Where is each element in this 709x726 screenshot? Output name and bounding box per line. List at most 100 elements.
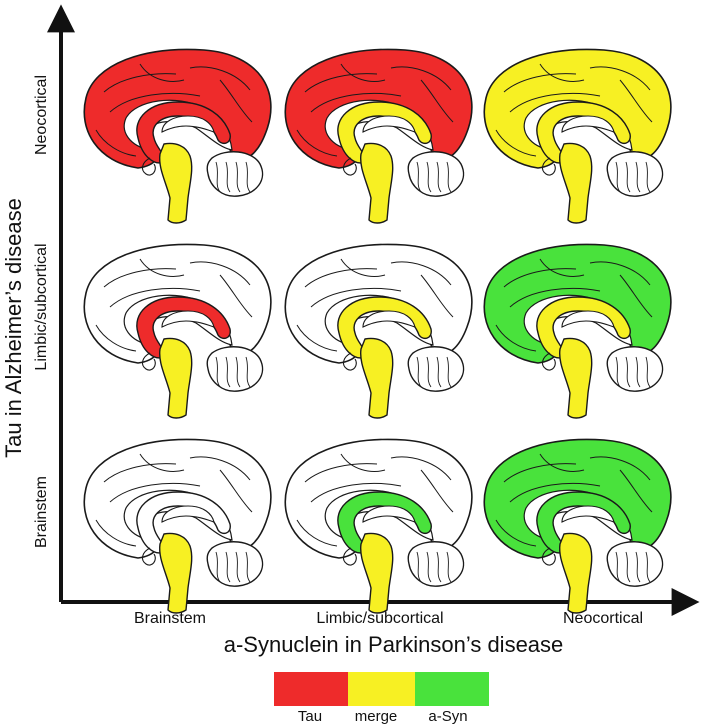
- brainstem-region: [359, 337, 394, 419]
- cerebellum-fold: [245, 161, 251, 193]
- gyrus-line: [340, 63, 386, 82]
- gyrus-line: [619, 79, 653, 123]
- cerebellum-fold: [235, 161, 241, 193]
- cerebellum-fold: [245, 551, 251, 583]
- gyrus-line: [310, 482, 402, 503]
- gyrus-line: [103, 268, 177, 288]
- pituitary: [141, 157, 156, 176]
- brain-section-r2-c2: [284, 243, 473, 419]
- cerebellum-fold: [235, 356, 241, 388]
- x-tick-neocortical: Neocortical: [562, 610, 644, 627]
- ventricle: [561, 115, 615, 133]
- cerebellum-fold: [416, 161, 422, 193]
- cerebellum: [206, 346, 264, 392]
- cerebellum-fold: [416, 356, 422, 388]
- gyrus-line: [420, 469, 454, 513]
- cerebellum-fold: [436, 161, 442, 193]
- ventricle: [161, 115, 215, 133]
- brainstem-region: [359, 532, 394, 614]
- gyrus-line: [619, 469, 653, 513]
- gyrus-line: [420, 79, 454, 123]
- gyrus-line: [390, 66, 452, 91]
- gyrus-line: [103, 463, 177, 483]
- pituitary: [342, 352, 357, 371]
- cerebellum-fold: [645, 551, 651, 583]
- gyrus-line: [189, 261, 251, 286]
- cerebellum: [206, 541, 264, 587]
- cerebellum-fold: [235, 551, 241, 583]
- cerebellum-fold: [615, 551, 621, 583]
- cerebellum-fold: [436, 356, 442, 388]
- cerebellum-fold: [245, 356, 251, 388]
- gyrus-line: [503, 268, 577, 288]
- gyrus-line: [95, 519, 137, 547]
- brainstem-region: [558, 142, 593, 224]
- legend-label-merge: merge: [354, 708, 398, 725]
- y-tick-brainstem: Brainstem: [33, 475, 50, 549]
- legend-swatch-asyn: [415, 672, 489, 706]
- x-tick-limbic: Limbic/subcortical: [316, 610, 444, 627]
- legend-label-tau: Tau: [297, 708, 323, 725]
- y-axis-title: Tau in Alzheimer’s disease: [1, 198, 26, 458]
- ventricle: [161, 505, 215, 523]
- gyrus-line: [139, 453, 185, 472]
- ventricle: [161, 310, 215, 328]
- pituitary: [541, 352, 556, 371]
- gyrus-line: [310, 92, 402, 113]
- gyrus-line: [509, 92, 601, 113]
- brain-section-r2-c3: [483, 243, 672, 419]
- cerebellum-fold: [225, 551, 231, 583]
- cerebellum-fold: [615, 161, 621, 193]
- pituitary: [342, 547, 357, 566]
- brain-section-r3-c3: [483, 438, 672, 614]
- cerebellum: [606, 346, 664, 392]
- cerebellum: [606, 541, 664, 587]
- brain-section-r3-c1: [83, 438, 272, 614]
- brainstem-region: [158, 337, 193, 419]
- y-tick-limbic: Limbic/subcortical: [33, 243, 50, 371]
- legend-swatch-tau: [274, 672, 348, 706]
- brainstem-region: [158, 142, 193, 224]
- gyrus-line: [109, 92, 201, 113]
- ventricle: [561, 505, 615, 523]
- x-axis-title: a-Synuclein in Parkinson’s disease: [223, 632, 564, 657]
- gyrus-line: [296, 519, 338, 547]
- cerebellum-fold: [225, 356, 231, 388]
- pituitary: [541, 157, 556, 176]
- x-tick-brainstem: Brainstem: [133, 610, 207, 627]
- cerebellum-fold: [625, 161, 631, 193]
- cerebellum-fold: [215, 551, 221, 583]
- pituitary: [541, 547, 556, 566]
- gyrus-line: [304, 268, 378, 288]
- cerebellum-fold: [215, 161, 221, 193]
- cerebellum-fold: [446, 161, 452, 193]
- legend-swatch-merge: [348, 672, 422, 706]
- gyrus-line: [310, 287, 402, 308]
- cerebellum: [606, 151, 664, 197]
- gyrus-line: [103, 73, 177, 93]
- cerebellum-fold: [225, 161, 231, 193]
- gyrus-line: [503, 463, 577, 483]
- cerebellum-fold: [635, 161, 641, 193]
- brain-section-r2-c1: [83, 243, 272, 419]
- cerebellum-fold: [625, 551, 631, 583]
- gyrus-line: [539, 258, 585, 277]
- gyrus-line: [539, 453, 585, 472]
- legend-label-asyn: a-Syn: [428, 708, 468, 725]
- brain-grid: [83, 48, 672, 614]
- ventricle: [362, 310, 416, 328]
- cerebellum-fold: [615, 356, 621, 388]
- gyrus-line: [189, 66, 251, 91]
- gyrus-line: [589, 66, 651, 91]
- gyrus-line: [589, 456, 651, 481]
- ventricle: [362, 115, 416, 133]
- brainstem-region: [359, 142, 394, 224]
- pituitary: [342, 157, 357, 176]
- gyrus-line: [109, 482, 201, 503]
- gyrus-line: [589, 261, 651, 286]
- brain-section-r1-c3: [483, 48, 672, 224]
- ventricle: [362, 505, 416, 523]
- cerebellum-fold: [426, 356, 432, 388]
- gyrus-line: [390, 456, 452, 481]
- gyrus-line: [296, 324, 338, 352]
